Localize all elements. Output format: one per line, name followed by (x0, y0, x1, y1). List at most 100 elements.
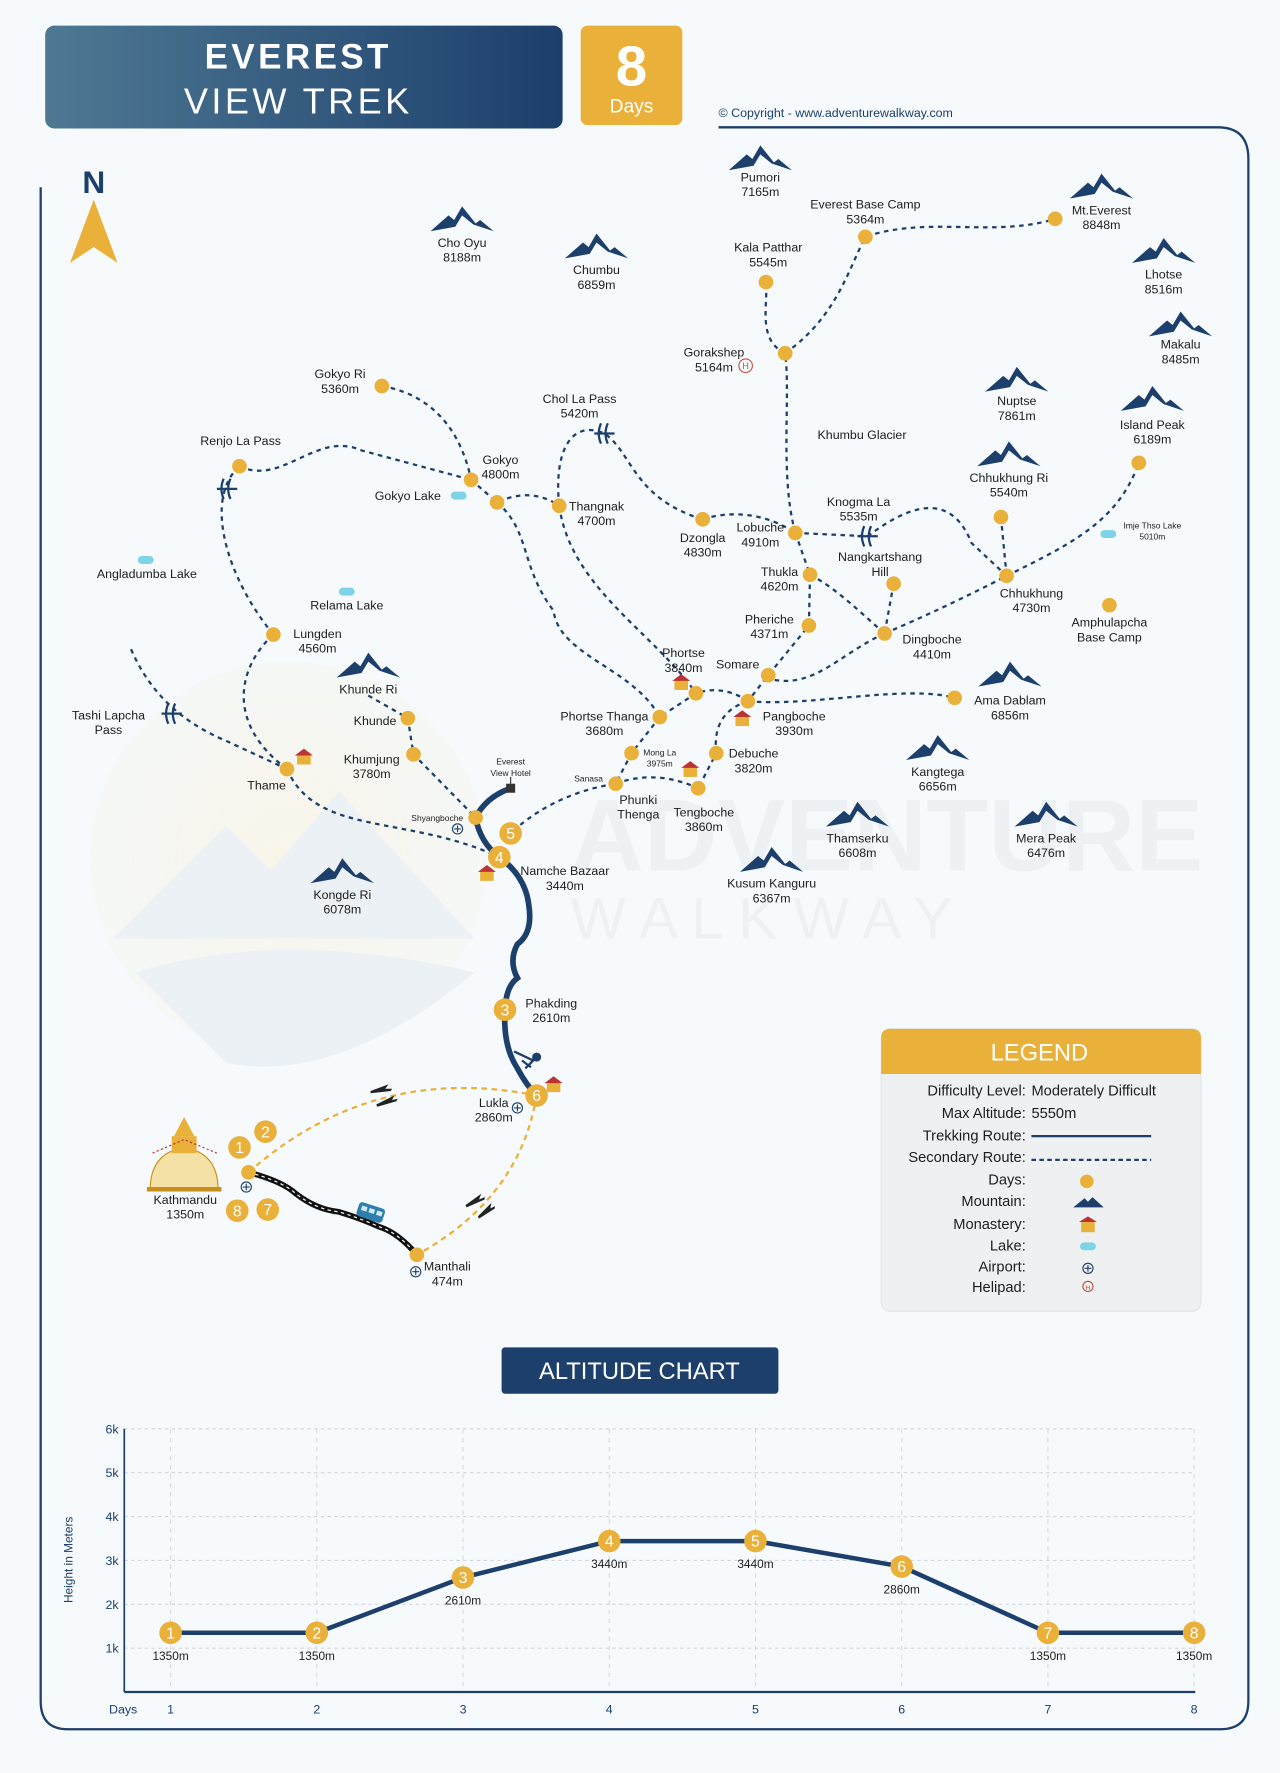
day-number: 2 (261, 1124, 270, 1141)
place-name: Pangboche (763, 709, 826, 723)
mountain-icon (728, 145, 792, 171)
watermark-text-2: W A L K W A Y (571, 886, 953, 951)
place-name: Knogma La (827, 495, 891, 509)
legend-value: 5550m (1031, 1106, 1076, 1122)
day-marker: 2 (254, 1120, 277, 1143)
place-name: Imje Thso Lake (1123, 520, 1181, 530)
place-altitude: 2610m (532, 1011, 570, 1025)
mountain-name: Makalu (1161, 338, 1201, 352)
mountain-name: Kangtega (911, 765, 964, 779)
helipad-icon: H (738, 358, 753, 374)
point-marker (305, 1621, 329, 1645)
x-tick-label: 7 (1044, 1702, 1051, 1716)
airport-icon (410, 1266, 422, 1278)
stop-dot (400, 710, 416, 726)
mountain-name: Mera Peak (1016, 831, 1077, 845)
stupa-icon (146, 1116, 222, 1192)
point-marker (451, 1566, 475, 1589)
stop-dot (688, 685, 704, 701)
place-name: Gorakshep (684, 346, 745, 360)
copyright-text: © Copyright - www.adventurewalkway.com (719, 106, 953, 120)
place-name: Renjo La Pass (200, 434, 281, 448)
place-altitude: 5535m (840, 509, 878, 523)
altitude-line (170, 1538, 1195, 1636)
mountain-name: Nuptse (997, 394, 1036, 408)
mountain-icon (1120, 386, 1184, 411)
bus-icon (356, 1202, 386, 1223)
mountain-altitude: 8516m (1145, 282, 1183, 296)
place-altitude: 3860m (685, 820, 723, 834)
place-altitude: View Hotel (490, 768, 530, 778)
legend-label: Trekking Route: (923, 1129, 1026, 1145)
stop-dot (802, 567, 818, 583)
place-name: Manthali (424, 1260, 471, 1274)
place-altitude: 3930m (775, 724, 813, 738)
stop-dot (241, 1164, 256, 1180)
stop-dot (1047, 211, 1063, 227)
x-tick-label: 1 (167, 1702, 174, 1716)
day-marker: 1 (228, 1136, 251, 1159)
mountain-altitude: 6856m (991, 708, 1029, 722)
legend-label: Max Altitude: (942, 1106, 1026, 1122)
legend-lake-icon (1080, 1242, 1096, 1251)
stop-dot (1131, 455, 1147, 471)
place: Relama Lake (310, 587, 383, 613)
legend-label: Mountain: (961, 1194, 1025, 1210)
place: Somare (716, 657, 776, 683)
mountain-icon (430, 206, 494, 232)
hiker-icon (513, 1050, 542, 1070)
x-tick-label: 6 (898, 1702, 905, 1716)
secondary-routes (130, 217, 1140, 859)
mountain-name: Island Peak (1120, 418, 1186, 432)
place-altitude: 1350m (166, 1208, 204, 1222)
data-label: 1350m (1176, 1649, 1212, 1663)
stop-dot (777, 345, 793, 361)
legend-label: Lake: (990, 1238, 1026, 1254)
legend-day-dot-icon (1080, 1174, 1094, 1189)
place-altitude: 4910m (741, 535, 779, 549)
place: Shyangboche (411, 810, 483, 835)
place-altitude: 3975m (647, 759, 673, 769)
mountain-name: Chumbu (573, 263, 620, 277)
place-name: Phakding (525, 996, 577, 1010)
monastery-icon (672, 674, 691, 690)
stop-dot (279, 761, 295, 777)
monastery-icon (294, 748, 313, 765)
place-name: Thangnak (569, 499, 625, 513)
mountain-altitude: 6859m (578, 278, 616, 292)
place-name: Phortse (662, 646, 705, 660)
mountain-icon (1132, 238, 1196, 263)
x-tick-label: 4 (606, 1702, 613, 1716)
mountain-altitude: 5540m (990, 486, 1028, 500)
mountain-altitude: 6367m (753, 891, 791, 905)
place-name: Dzongla (680, 531, 726, 545)
point-day-label: 1 (166, 1625, 175, 1642)
day-number: 7 (263, 1202, 272, 1219)
place: Sanasa (574, 773, 624, 792)
stop-dot (886, 576, 901, 592)
place-altitude: 4730m (1012, 601, 1050, 615)
point-day-label: 5 (751, 1534, 760, 1551)
place-altitude: Hill (871, 565, 888, 579)
place-name: Namche Bazaar (520, 864, 609, 878)
airport-icon (240, 1181, 252, 1193)
airport-icon (451, 823, 464, 835)
point-marker (744, 1529, 767, 1553)
day-marker: 3 (493, 998, 517, 1021)
mountain: Khunde Ri (336, 652, 400, 696)
x-tick-label: 2 (313, 1702, 320, 1716)
place-name: Gokyo (483, 453, 519, 467)
road-route (247, 1169, 420, 1257)
title-line-1: EVEREST (205, 38, 392, 77)
